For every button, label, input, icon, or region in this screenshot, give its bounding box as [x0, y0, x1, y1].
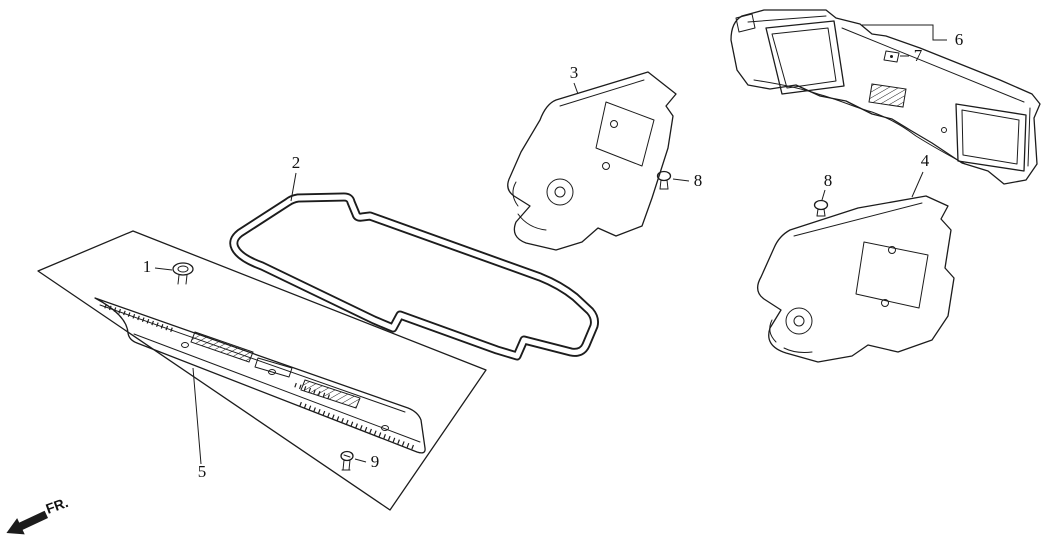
callout-9: 9: [371, 452, 380, 471]
leader-6-bracket: [862, 24, 947, 41]
left-lining-bolt-hole: [610, 120, 618, 128]
screw-shaft: [348, 459, 351, 471]
tray-vent-slot: [190, 331, 254, 363]
seal-band-hollow: [231, 194, 598, 359]
clip-stem: [185, 274, 188, 285]
screw-cap: [340, 450, 354, 462]
small-clip-dot: [890, 55, 893, 58]
tray-vent-slot: [300, 379, 361, 409]
fastener-clip: [813, 199, 829, 217]
tray-texture-row: [294, 382, 331, 400]
fastener-cap: [656, 170, 672, 182]
rear-panel-inner-line: [841, 27, 1025, 103]
tray-hole: [381, 425, 389, 431]
rear-panel-hatched-vent: [868, 83, 907, 108]
tray-texture-row: [299, 401, 416, 451]
left-lining-panel-detail: [595, 101, 655, 167]
tray-outline: [94, 297, 426, 454]
callout-4: 4: [921, 151, 930, 170]
rear-panel-corner-detail: [735, 13, 756, 33]
right-lining-fold-line: [793, 202, 923, 237]
callout-8: 8: [824, 171, 833, 190]
leader-8b: [821, 189, 826, 201]
tray-inner-edge: [99, 304, 406, 413]
leader-2: [290, 172, 297, 202]
fastener-stem: [823, 208, 826, 217]
rear-panel-lining: [730, 9, 1041, 185]
left-side-lining: [507, 71, 677, 251]
clip-cap: [172, 262, 194, 276]
rear-panel-right-inset: [955, 103, 1027, 172]
rear-panel-inner-line: [747, 15, 827, 23]
screw-grommet: [340, 450, 354, 471]
rear-panel-right-inset-inner: [961, 109, 1020, 165]
callout-8: 8: [694, 171, 703, 190]
fastener-stem: [666, 179, 669, 190]
rear-panel-inner-line: [1027, 107, 1031, 167]
left-lining-round-detail-inner: [554, 186, 566, 198]
leader-5: [192, 367, 202, 465]
left-lining-outline: [507, 71, 677, 251]
rear-panel-outline: [730, 9, 1041, 185]
tray-access-hole: [254, 357, 293, 378]
clip-grommet: [172, 262, 194, 285]
fastener-cap: [813, 199, 829, 211]
small-clip-body: [883, 50, 900, 63]
callout-5: 5: [198, 462, 207, 481]
right-lining-bolt-hole: [881, 299, 889, 307]
right-lining-round-detail-inner: [793, 315, 805, 327]
right-side-lining: [757, 195, 955, 363]
tray-bottom-inner-edge: [133, 333, 421, 443]
rear-panel-bolt-hole: [941, 127, 947, 133]
right-lining-flange-curve: [769, 319, 777, 343]
right-lining-bolt-hole: [888, 246, 896, 254]
right-lining-round-detail: [785, 307, 813, 335]
left-lining-flange-curve: [512, 181, 519, 207]
callout-1: 1: [143, 257, 152, 276]
clip-stem: [177, 274, 180, 285]
left-lining-round-detail: [546, 178, 574, 206]
rear-panel-left-inset-inner: [771, 27, 837, 89]
leader-4: [911, 171, 924, 198]
callout-3: 3: [570, 63, 579, 82]
rear-panel-corrugation: [753, 79, 966, 165]
fr-label: FR.: [44, 494, 71, 517]
right-lining-flange-curve: [783, 347, 813, 353]
fastener-stem: [816, 208, 819, 217]
trunk-seal: [229, 192, 599, 361]
enclosure-box: [37, 230, 487, 511]
callout-2: 2: [292, 153, 301, 172]
leader-3: [573, 82, 579, 95]
front-direction-indicator: FR.: [6, 494, 71, 535]
fastener-clip: [656, 170, 672, 190]
screw-slot: [343, 454, 351, 458]
leader-1: [154, 267, 173, 271]
callout-7: 7: [914, 46, 923, 65]
rear-tray-panel: [94, 297, 426, 454]
leader-8a: [672, 178, 690, 182]
leader-9: [354, 458, 367, 463]
left-lining-bolt-hole: [602, 162, 610, 170]
rear-panel-left-inset: [765, 20, 845, 95]
left-lining-flange-curve: [517, 213, 547, 231]
tray-hole: [268, 369, 276, 375]
left-lining-fold-line: [559, 79, 645, 107]
tray-hole: [181, 342, 189, 348]
right-lining-panel-detail: [855, 241, 929, 309]
small-clip: [883, 50, 900, 63]
fastener-stem: [659, 179, 662, 190]
screw-shaft: [342, 459, 345, 471]
callout-6: 6: [955, 30, 964, 49]
leader-lines: [154, 24, 947, 465]
fr-arrow-icon: [6, 510, 49, 535]
right-lining-outline: [757, 195, 955, 363]
callout-labels: 1 2 3 4 5 6 7 8 8 9: [143, 30, 964, 481]
clip-cap-inner: [177, 265, 189, 273]
